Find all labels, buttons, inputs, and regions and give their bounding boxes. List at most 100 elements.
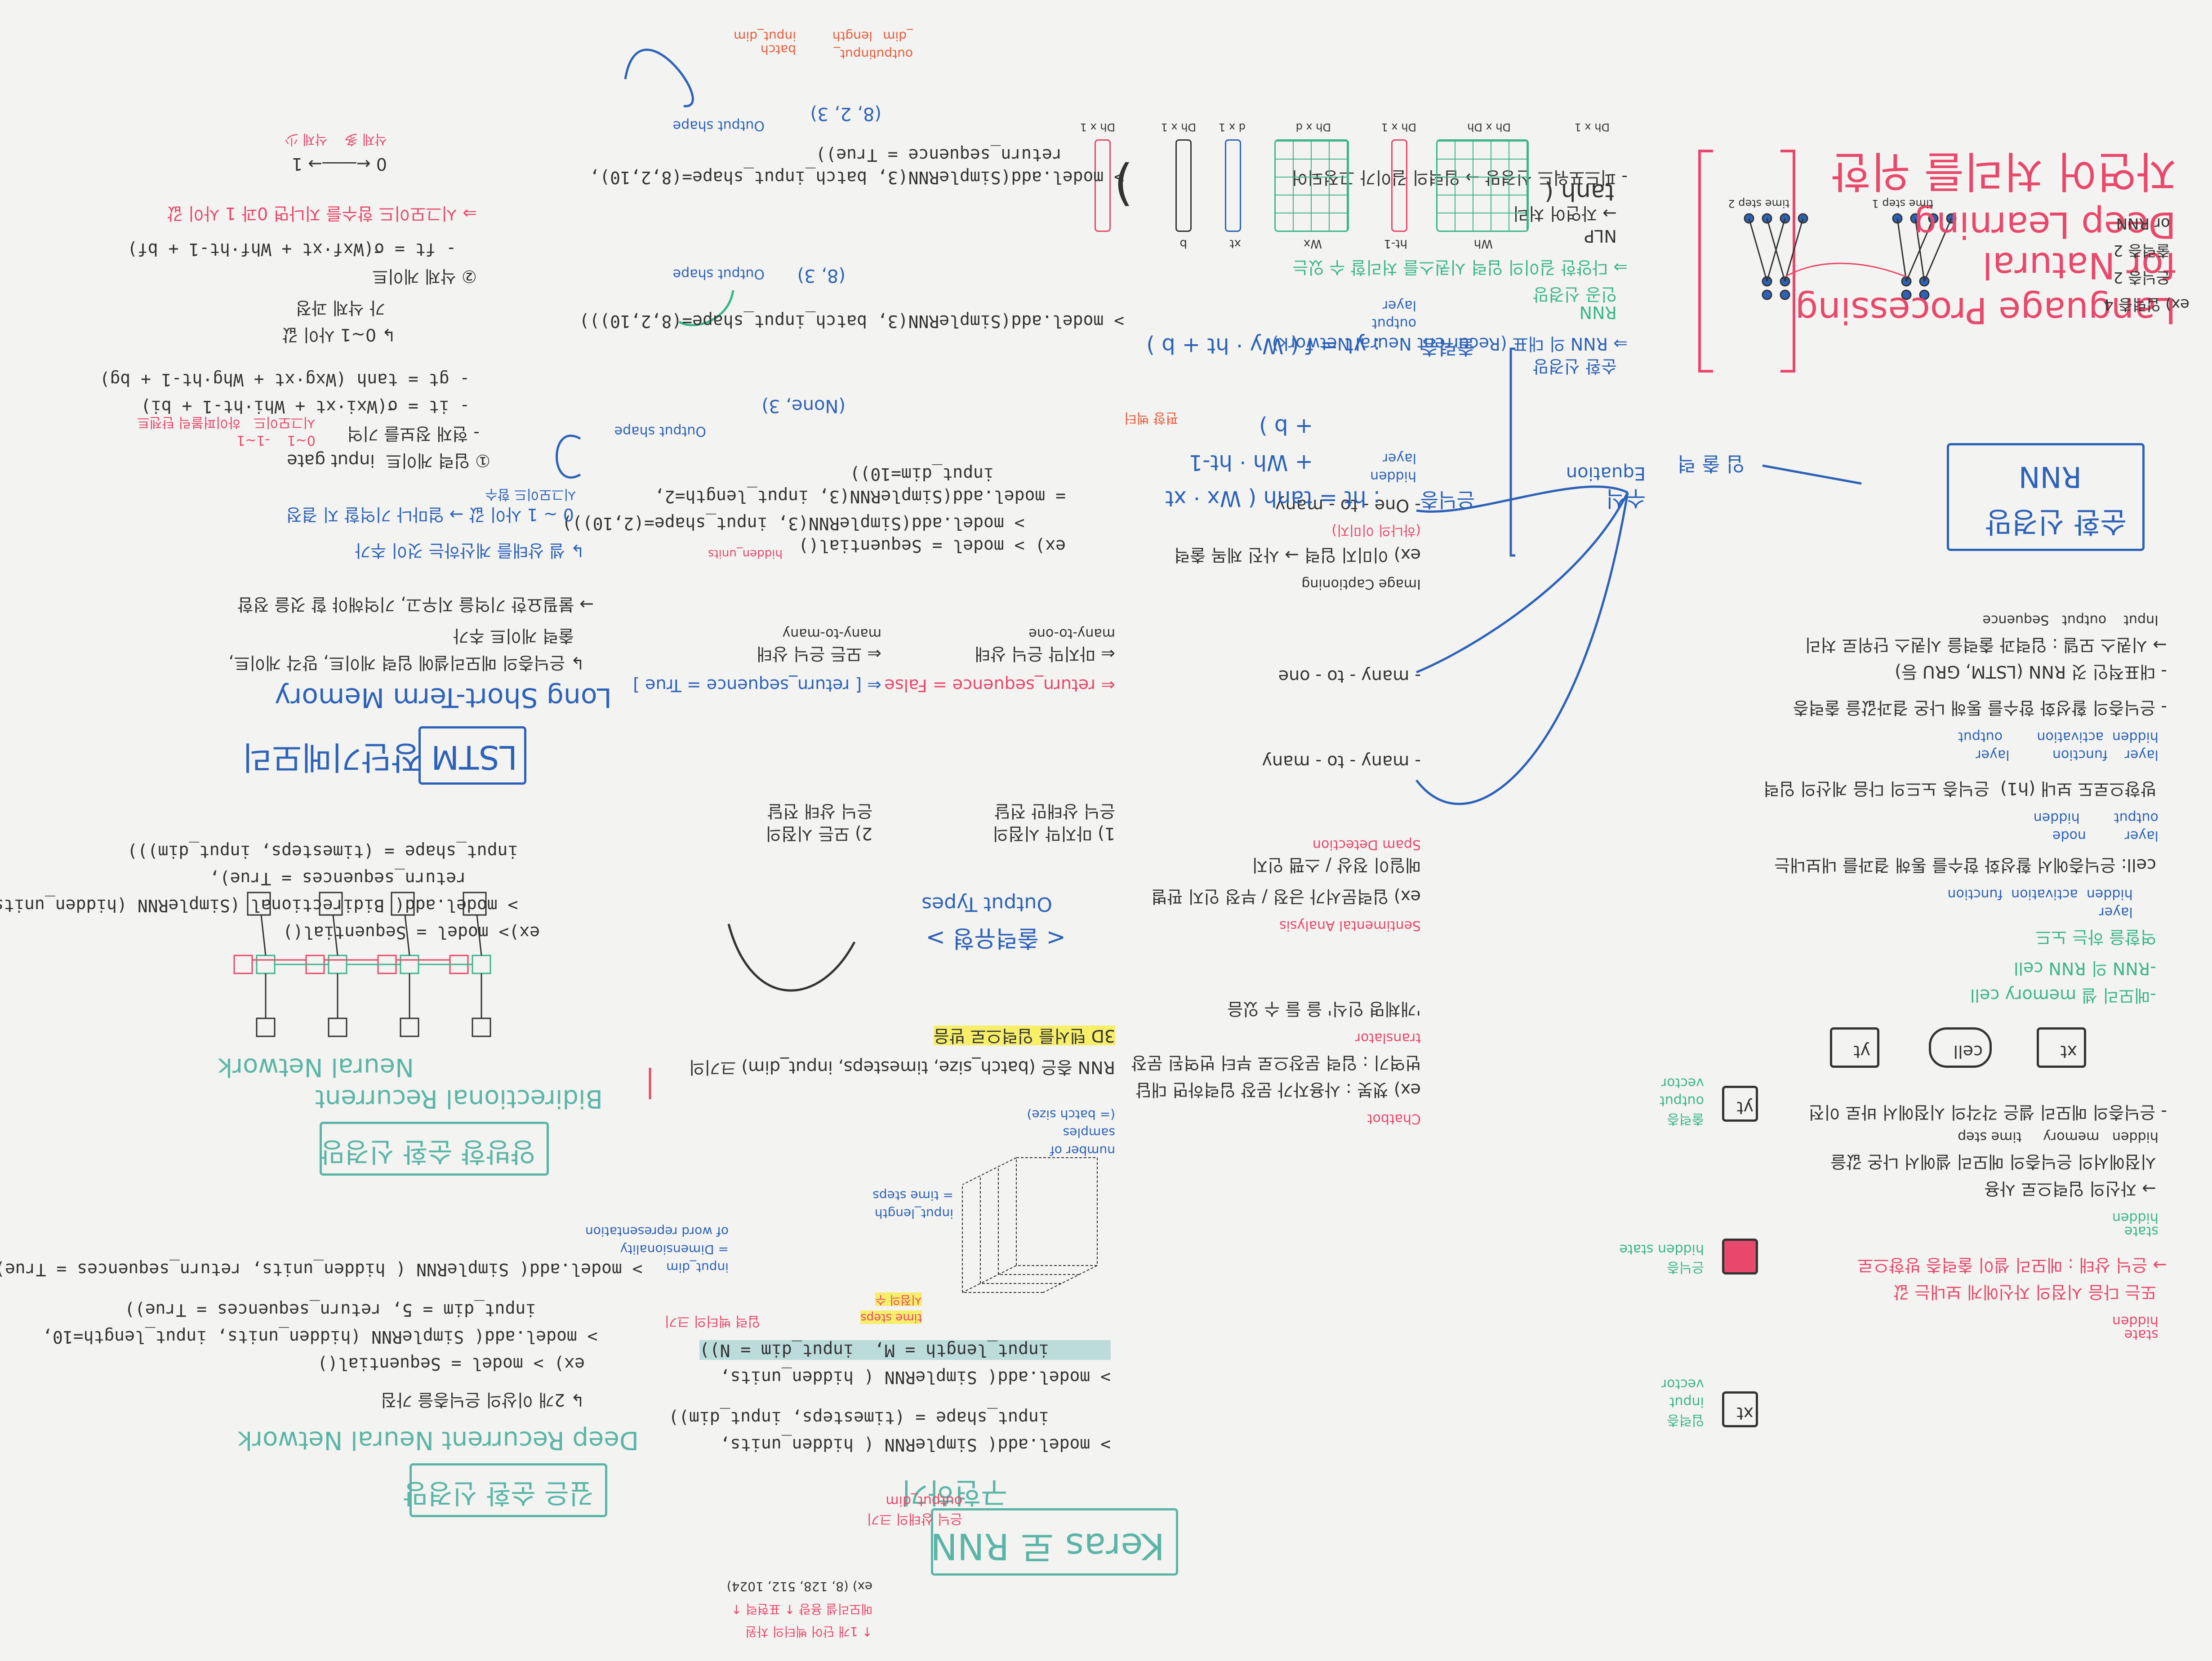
eq-h3: + b ) xyxy=(1259,414,1313,439)
rs-r5: ⇐ 모든 은닉 상태 xyxy=(757,644,881,664)
types-to-m2o-arrow xyxy=(1416,492,1629,674)
birnn-c1: ex)> model = Sequential() xyxy=(283,923,540,942)
m2m-ex2: Chatbot xyxy=(1367,1111,1421,1127)
eq-output-en1: output xyxy=(1372,315,1416,331)
mx-d1: Dh x 1 xyxy=(1080,121,1115,133)
rnn-def-15: -메모리 셀 memory cell xyxy=(1970,986,2167,1005)
keras-l3: > model.add( SimpleRNN ( hidden_units, xyxy=(720,1368,1111,1387)
code-e15: batch xyxy=(760,42,796,57)
mx-h-label: ht-1 xyxy=(1384,237,1407,250)
birnn-fwd3 xyxy=(328,955,347,974)
mx-d3: Dh x 1 xyxy=(1381,121,1416,133)
birnn-title: 양방향 순환 신경망 xyxy=(320,1136,535,1167)
code-e20: input_dim xyxy=(734,29,796,44)
birnn-y2 xyxy=(391,892,415,916)
rs-p2: 은닉 상태만 전달 xyxy=(994,801,1115,821)
lstm-l6: 시그모이드 함수 xyxy=(485,486,585,502)
lstm-l1: ↳ 은닉층의 메모리셀에 입력 게이트, 망각 게이트, xyxy=(228,653,585,673)
batch-shape-curve-2 xyxy=(678,290,734,326)
rs-p4: 은닉 상태 전달 xyxy=(767,801,872,821)
lstm-g7: ↳ 0~1 사이 값 xyxy=(282,325,396,345)
o2m-note: (하나의 이미지) xyxy=(1331,522,1421,538)
code-e19: _dim xyxy=(883,29,913,44)
deep-sub: Deep Recurrent Neural Network xyxy=(237,1426,639,1455)
lstm-g13: 삭제 多 삭제 少 xyxy=(285,131,387,147)
eq-output-en2: layer xyxy=(1382,298,1416,313)
mx-h xyxy=(1391,139,1407,232)
lstm-l2: 출력 게이트 추가 xyxy=(453,626,585,646)
nlp-intro-4: ⇒ 다양한 길이의 입력 시퀀스를 처리할 수 있는 xyxy=(1292,258,1628,277)
birnn-sub1: Bidirectional Recurrent xyxy=(315,1084,603,1113)
rnn-def-6: layer function layer xyxy=(1976,747,2167,763)
mx-x-label: xt xyxy=(1229,237,1241,250)
equation-bracket xyxy=(1509,347,1515,557)
birnn-x2 xyxy=(400,1017,419,1037)
deep-title: 깊은 순환 신경망 xyxy=(403,1477,594,1509)
hs-vec-6: 입력층 xyxy=(1667,1412,1704,1428)
birnn-x1 xyxy=(472,1017,491,1037)
keras-l1: > model.add( SimpleRNN ( hidden_units, xyxy=(720,1435,1111,1455)
birnn-y3 xyxy=(319,892,343,916)
types-sub: Output Types xyxy=(921,893,1052,915)
cell-x: xt xyxy=(2060,1042,2077,1061)
mx-Wh-label: Wh xyxy=(1473,237,1493,250)
keras-input-note: 3D 텐서를 입력으로 받음 xyxy=(933,1026,1115,1046)
rnn-def-14: -RNN 의 RNN cell xyxy=(2014,959,2167,978)
hs-vec-2: output xyxy=(1660,1093,1704,1109)
types-to-m2m-arrow xyxy=(1415,492,1629,805)
keras-anno-dim2: = Dimensionality xyxy=(620,1242,729,1257)
deep-l1: ↳ 2개 이상의 은닉층을 가짐 xyxy=(381,1390,585,1410)
ht-node-top-label: yt xyxy=(1736,1098,1754,1118)
birnn-fwd2 xyxy=(400,955,419,974)
rnn-def-3: - 대표적인 것 RNN (LSTM, GRU 등) xyxy=(1895,662,2167,682)
eq-h2: + Wh · ht-1 xyxy=(1188,450,1313,475)
cell-c: cell xyxy=(1953,1042,1983,1061)
code-e1: ex) > model = Sequential() xyxy=(798,536,1066,556)
hidden-state-1: - 은닉층의 메모리 셀은 각각의 시점에서 바로 이전 xyxy=(1808,1102,2167,1122)
nlp-intro-6: RNN xyxy=(1579,302,1628,322)
eq-y: : yt = f ( Wy · ht + b ) xyxy=(1146,333,1380,358)
code-e8: > model.add(SimpleRNN(3, batch_input_sha… xyxy=(579,311,1124,331)
birnn-sub2: Neural Network xyxy=(218,1053,414,1082)
rs-r4: ⇐ [ return_sequence = True ] xyxy=(633,675,881,695)
mx-d6: Dh x 1 xyxy=(1161,121,1196,133)
birnn-diagram xyxy=(233,892,491,1037)
title-line-1: 자연어 처리를 위한 xyxy=(1831,146,2176,196)
rnn-box-label-2: RNN xyxy=(2018,460,2082,493)
nlp-intro-5: 인공 신경망 xyxy=(1532,284,1628,304)
keras-anno-dim3: of word representation xyxy=(585,1224,729,1239)
eq-l2: Equation xyxy=(1566,463,1646,484)
lstm-l3: → 불필요한 기억을 지우고, 기억해야 할 것을 정함 xyxy=(237,595,594,614)
ex-1: ex) 입력층 4 xyxy=(2104,295,2190,313)
birnn-y4 xyxy=(247,892,271,916)
hs-vec-1: 출력층 xyxy=(1667,1111,1704,1127)
eq-h: : ht = tanh ( Wx · xt xyxy=(1165,486,1380,511)
hidden-state-4: → 자신의 입력으로 사용 xyxy=(1984,1179,2167,1199)
keras-ex-note1: ex) (8, 128, 512, 1024) xyxy=(726,1579,872,1594)
batch-shape-curve xyxy=(624,49,694,107)
mx-b xyxy=(1175,139,1192,232)
lstm-g8: 가 삭제 과정 xyxy=(295,298,396,318)
rnn-def-7: 방향으로도 보내 (h1) 은닉층 노드의 다음 계산의 입력 xyxy=(1763,779,2167,799)
birnn-c4: input_shape = (timesteps, input_dim))) xyxy=(127,842,549,862)
rnn-def-5: hidden activation output xyxy=(1958,729,2167,745)
keras-samples3: (= batch size) xyxy=(1027,1107,1115,1122)
eq-bias: 편향 벡터 xyxy=(1124,410,1178,426)
keras-input-shape: RNN 층은 (batch_size, timesteps, input_dim… xyxy=(689,1057,1115,1077)
keras-hidden-size2: output_dim xyxy=(886,1493,962,1509)
code-e5: input_dim=10)) xyxy=(850,464,1066,484)
o2m-ex: ex) 이미지 입력 → 사진 제목 출력 xyxy=(1174,545,1421,565)
birnn-x3 xyxy=(328,1017,347,1037)
birnn-fwd1 xyxy=(472,955,491,974)
rs-r3: many-to-one xyxy=(1028,626,1115,641)
rnn-def-10: cell: 은닉층에서 활성화 함수를 통해 결과를 내보내는 xyxy=(1774,855,2167,875)
lstm-g4: - gt = tanh (Wxg·xt + Whg·ht-1 + bg) xyxy=(99,370,490,390)
keras-samples: number of xyxy=(1050,1143,1115,1158)
rs-p1: 1) 마지막 시점의 xyxy=(993,824,1115,844)
lstm-l4: ↳ 셀 상태를 계산하는 것이 추가 xyxy=(355,541,585,560)
birnn-c3: return_sequences = True), xyxy=(209,869,549,888)
title-bracket-right xyxy=(1698,150,1713,373)
lstm-g10: - ft = σ(Wxf·xt + Whf·ht-1 + bf) xyxy=(127,240,477,259)
rnn-def-1: → 시퀀스 모델 : 입력과 출력을 시퀀스 단위로 처리 xyxy=(1805,635,2167,655)
